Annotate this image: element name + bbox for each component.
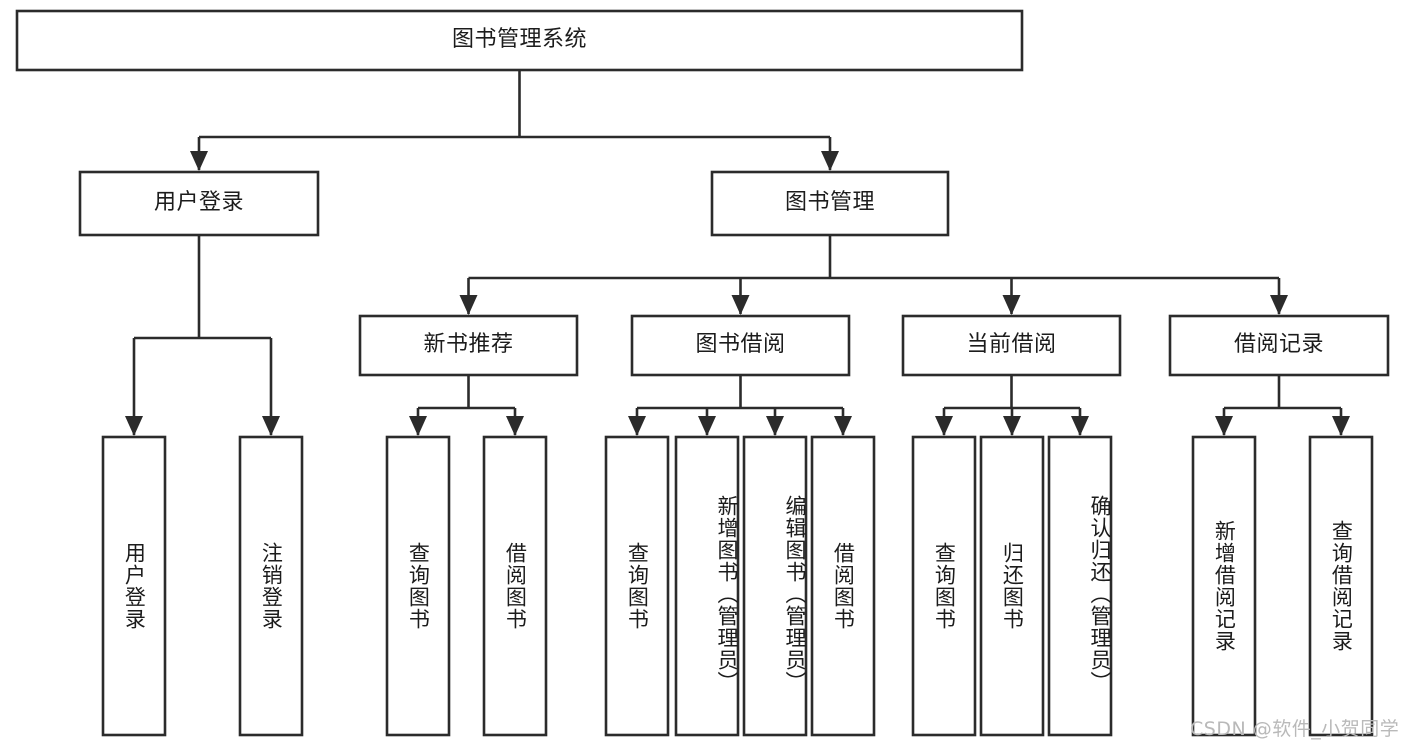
node-box-leaf-return-book[interactable] — [979, 435, 1045, 737]
arrow-head-icon — [459, 295, 478, 315]
arrow-head-icon — [698, 416, 716, 436]
arrow-head-icon — [628, 416, 646, 436]
arrow-head-icon — [125, 416, 143, 436]
arrow-head-icon — [935, 416, 953, 436]
arrow-head-icon — [834, 416, 852, 436]
arrow-head-icon — [731, 295, 750, 315]
arrow-head-icon — [409, 416, 427, 436]
arrow-head-icon — [1003, 416, 1021, 436]
node-box-leaf-query-borrow-record[interactable] — [1308, 435, 1374, 737]
arrow-head-icon — [1270, 295, 1288, 315]
node-box-user-login[interactable] — [78, 170, 320, 237]
connector-layer — [125, 70, 1350, 436]
node-box-leaf-add-borrow-record[interactable] — [1191, 435, 1257, 737]
node-box-leaf-borrow-book[interactable] — [810, 435, 876, 737]
node-box-current-borrow[interactable] — [901, 314, 1122, 377]
arrow-head-icon — [190, 151, 208, 171]
node-box-leaf-edit-book[interactable] — [742, 435, 808, 737]
node-box-leaf-query-book-rec[interactable] — [385, 435, 451, 737]
node-box-root[interactable] — [15, 9, 1024, 72]
arrow-head-icon — [1215, 416, 1233, 436]
node-box-borrow-record[interactable] — [1168, 314, 1390, 377]
node-box-new-book-recommend[interactable] — [358, 314, 579, 377]
arrow-head-icon — [1071, 416, 1089, 436]
node-box-leaf-add-book[interactable] — [674, 435, 740, 737]
watermark-text: CSDN @软件_小贺同学 — [1190, 718, 1400, 740]
node-box-leaf-confirm-return[interactable] — [1047, 435, 1113, 737]
node-box-leaf-borrow-book-rec[interactable] — [482, 435, 548, 737]
arrow-head-icon — [262, 416, 280, 436]
node-box-layer — [15, 9, 1390, 737]
node-box-leaf-logout[interactable] — [238, 435, 304, 737]
node-box-book-borrow[interactable] — [630, 314, 851, 377]
node-box-leaf-user-login[interactable] — [101, 435, 167, 737]
arrow-head-icon — [1332, 416, 1350, 436]
arrow-head-icon — [766, 416, 784, 436]
arrow-head-icon — [506, 416, 524, 436]
arrow-head-icon — [1002, 295, 1021, 315]
node-box-book-management[interactable] — [710, 170, 950, 237]
arrow-head-icon — [821, 151, 839, 171]
node-box-leaf-query-book-current[interactable] — [911, 435, 977, 737]
node-box-leaf-query-book-borrow[interactable] — [604, 435, 670, 737]
